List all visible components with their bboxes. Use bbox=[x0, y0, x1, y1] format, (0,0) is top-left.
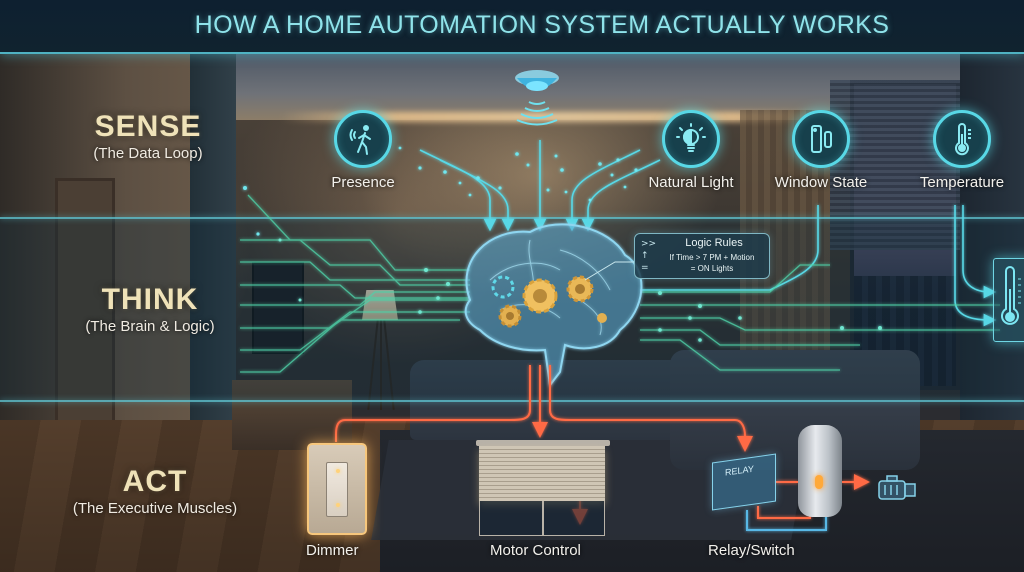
chevrons-icon: >> bbox=[641, 239, 657, 249]
think-section-label: THINK (The Brain & Logic) bbox=[60, 283, 240, 336]
wall-pillar bbox=[190, 54, 236, 474]
logic-rules-panel: >> ↑ = Logic Rules If Time > 7 PM + Moti… bbox=[634, 233, 770, 279]
dimmer-toggle bbox=[326, 462, 348, 517]
sensor-presence: Presence bbox=[293, 110, 433, 191]
thermometer-icon bbox=[933, 110, 991, 168]
actuator-label-dimmer: Dimmer bbox=[306, 542, 359, 559]
logic-rules-icons: >> ↑ = bbox=[641, 238, 657, 274]
indicator-dot bbox=[336, 503, 340, 507]
motor-pump-icon bbox=[873, 474, 921, 502]
act-subtitle: (The Executive Muscles) bbox=[72, 500, 238, 517]
water-heater-icon bbox=[798, 425, 842, 517]
sensor-window-state: Window State bbox=[751, 110, 891, 191]
sense-title: SENSE bbox=[94, 110, 202, 143]
title-banner: HOW A HOME AUTOMATION SYSTEM ACTUALLY WO… bbox=[0, 0, 1024, 54]
motorized-blind-icon bbox=[476, 440, 610, 536]
relay-icon: RELAY bbox=[712, 453, 776, 511]
door bbox=[55, 178, 115, 448]
sensor-label: Presence bbox=[331, 174, 395, 191]
blind-window-frame bbox=[479, 501, 605, 536]
arrow-up-icon: ↑ bbox=[641, 251, 649, 261]
indicator-dot bbox=[336, 469, 340, 473]
sensor-label: Natural Light bbox=[648, 174, 734, 191]
sense-section-label: SENSE (The Data Loop) bbox=[68, 110, 228, 163]
think-subtitle: (The Brain & Logic) bbox=[85, 318, 215, 335]
wall-thermostat-icon bbox=[993, 258, 1024, 342]
actuator-label-motor-control: Motor Control bbox=[490, 542, 581, 559]
blind-slats bbox=[479, 446, 605, 501]
page-title: HOW A HOME AUTOMATION SYSTEM ACTUALLY WO… bbox=[194, 10, 890, 39]
sensor-natural-light: Natural Light bbox=[621, 110, 761, 191]
tv-cabinet bbox=[232, 380, 352, 450]
sense-subtitle: (The Data Loop) bbox=[93, 145, 203, 162]
window-blinds bbox=[830, 80, 960, 250]
logic-rules-title: Logic Rules bbox=[685, 237, 743, 249]
think-title: THINK bbox=[101, 283, 199, 316]
sense-think-divider bbox=[0, 217, 1024, 219]
logic-rule-condition: If Time > 7 PM + Motion bbox=[669, 253, 755, 262]
ceiling-wireless-sensor-icon bbox=[505, 66, 569, 126]
door-window-contact-icon bbox=[792, 110, 850, 168]
actuator-label-relay-switch: Relay/Switch bbox=[708, 542, 795, 559]
think-act-divider bbox=[0, 400, 1024, 402]
act-title: ACT bbox=[122, 465, 188, 498]
blind-rail bbox=[476, 440, 610, 446]
logic-rule-result: = ON Lights bbox=[690, 264, 734, 273]
dimmer-switch-icon bbox=[307, 443, 367, 535]
heater-indicator bbox=[815, 475, 823, 489]
ceiling-cove-light bbox=[280, 112, 850, 122]
equals-icon: = bbox=[641, 263, 649, 273]
relay-text: RELAY bbox=[725, 463, 754, 478]
sensor-label: Window State bbox=[774, 174, 868, 191]
sensor-temperature: Temperature bbox=[892, 110, 1024, 191]
act-section-label: ACT (The Executive Muscles) bbox=[55, 465, 255, 518]
motion-person-icon bbox=[334, 110, 392, 168]
lightbulb-half-icon bbox=[662, 110, 720, 168]
sensor-label: Temperature bbox=[919, 174, 1005, 191]
